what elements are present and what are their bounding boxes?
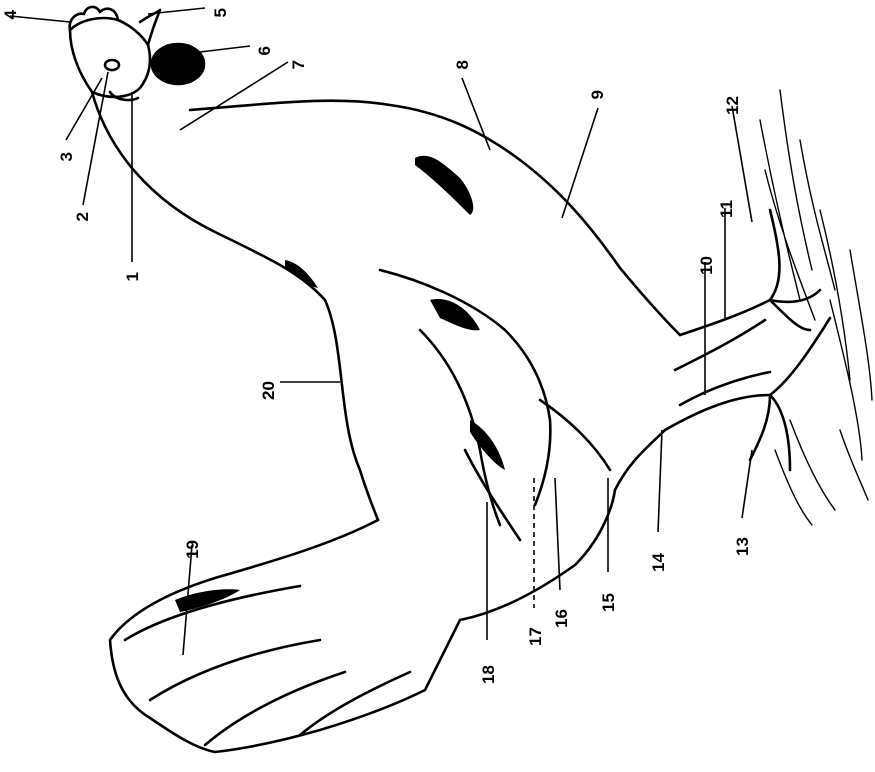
label-18: 18 (479, 665, 498, 684)
rear-leg-back (680, 372, 770, 405)
eye (105, 60, 119, 70)
wing-primaries (465, 450, 520, 540)
leader-16 (555, 478, 560, 590)
leader-9 (562, 108, 598, 218)
label-1: 1 (123, 272, 142, 281)
label-5: 5 (211, 8, 230, 17)
label-3: 3 (57, 152, 76, 161)
label-10: 10 (697, 256, 716, 275)
label-4: 4 (1, 9, 20, 19)
label-6: 6 (255, 46, 274, 55)
rear-leg (665, 395, 770, 430)
back-outline (92, 92, 378, 520)
leader-6 (200, 46, 250, 52)
wing-outline (380, 270, 550, 505)
label-2: 2 (73, 212, 92, 221)
label-13: 13 (733, 537, 752, 556)
shade-wing (430, 299, 480, 330)
label-20: 20 (259, 381, 278, 400)
shade-hackle (285, 260, 318, 288)
front-leg-back (675, 320, 765, 370)
earlobe (152, 44, 204, 84)
label-16: 16 (552, 609, 571, 628)
label-19: 19 (183, 540, 202, 559)
label-15: 15 (599, 593, 618, 612)
head-outline (70, 18, 150, 97)
leader-14 (658, 430, 662, 532)
leader-8 (462, 78, 490, 150)
shade-breast (415, 156, 473, 215)
shade-wingtip (470, 420, 505, 470)
label-7: 7 (289, 60, 308, 69)
wing-coverts (420, 330, 500, 525)
label-14: 14 (649, 553, 668, 572)
tail-feathers (110, 520, 460, 752)
label-12: 12 (723, 96, 742, 115)
label-11: 11 (717, 200, 736, 218)
leader-2 (83, 72, 108, 205)
label-17: 17 (526, 627, 545, 646)
label-9: 9 (588, 90, 607, 99)
label-8: 8 (453, 60, 472, 69)
tail-detail-3 (205, 672, 345, 745)
leader-13 (742, 450, 752, 518)
